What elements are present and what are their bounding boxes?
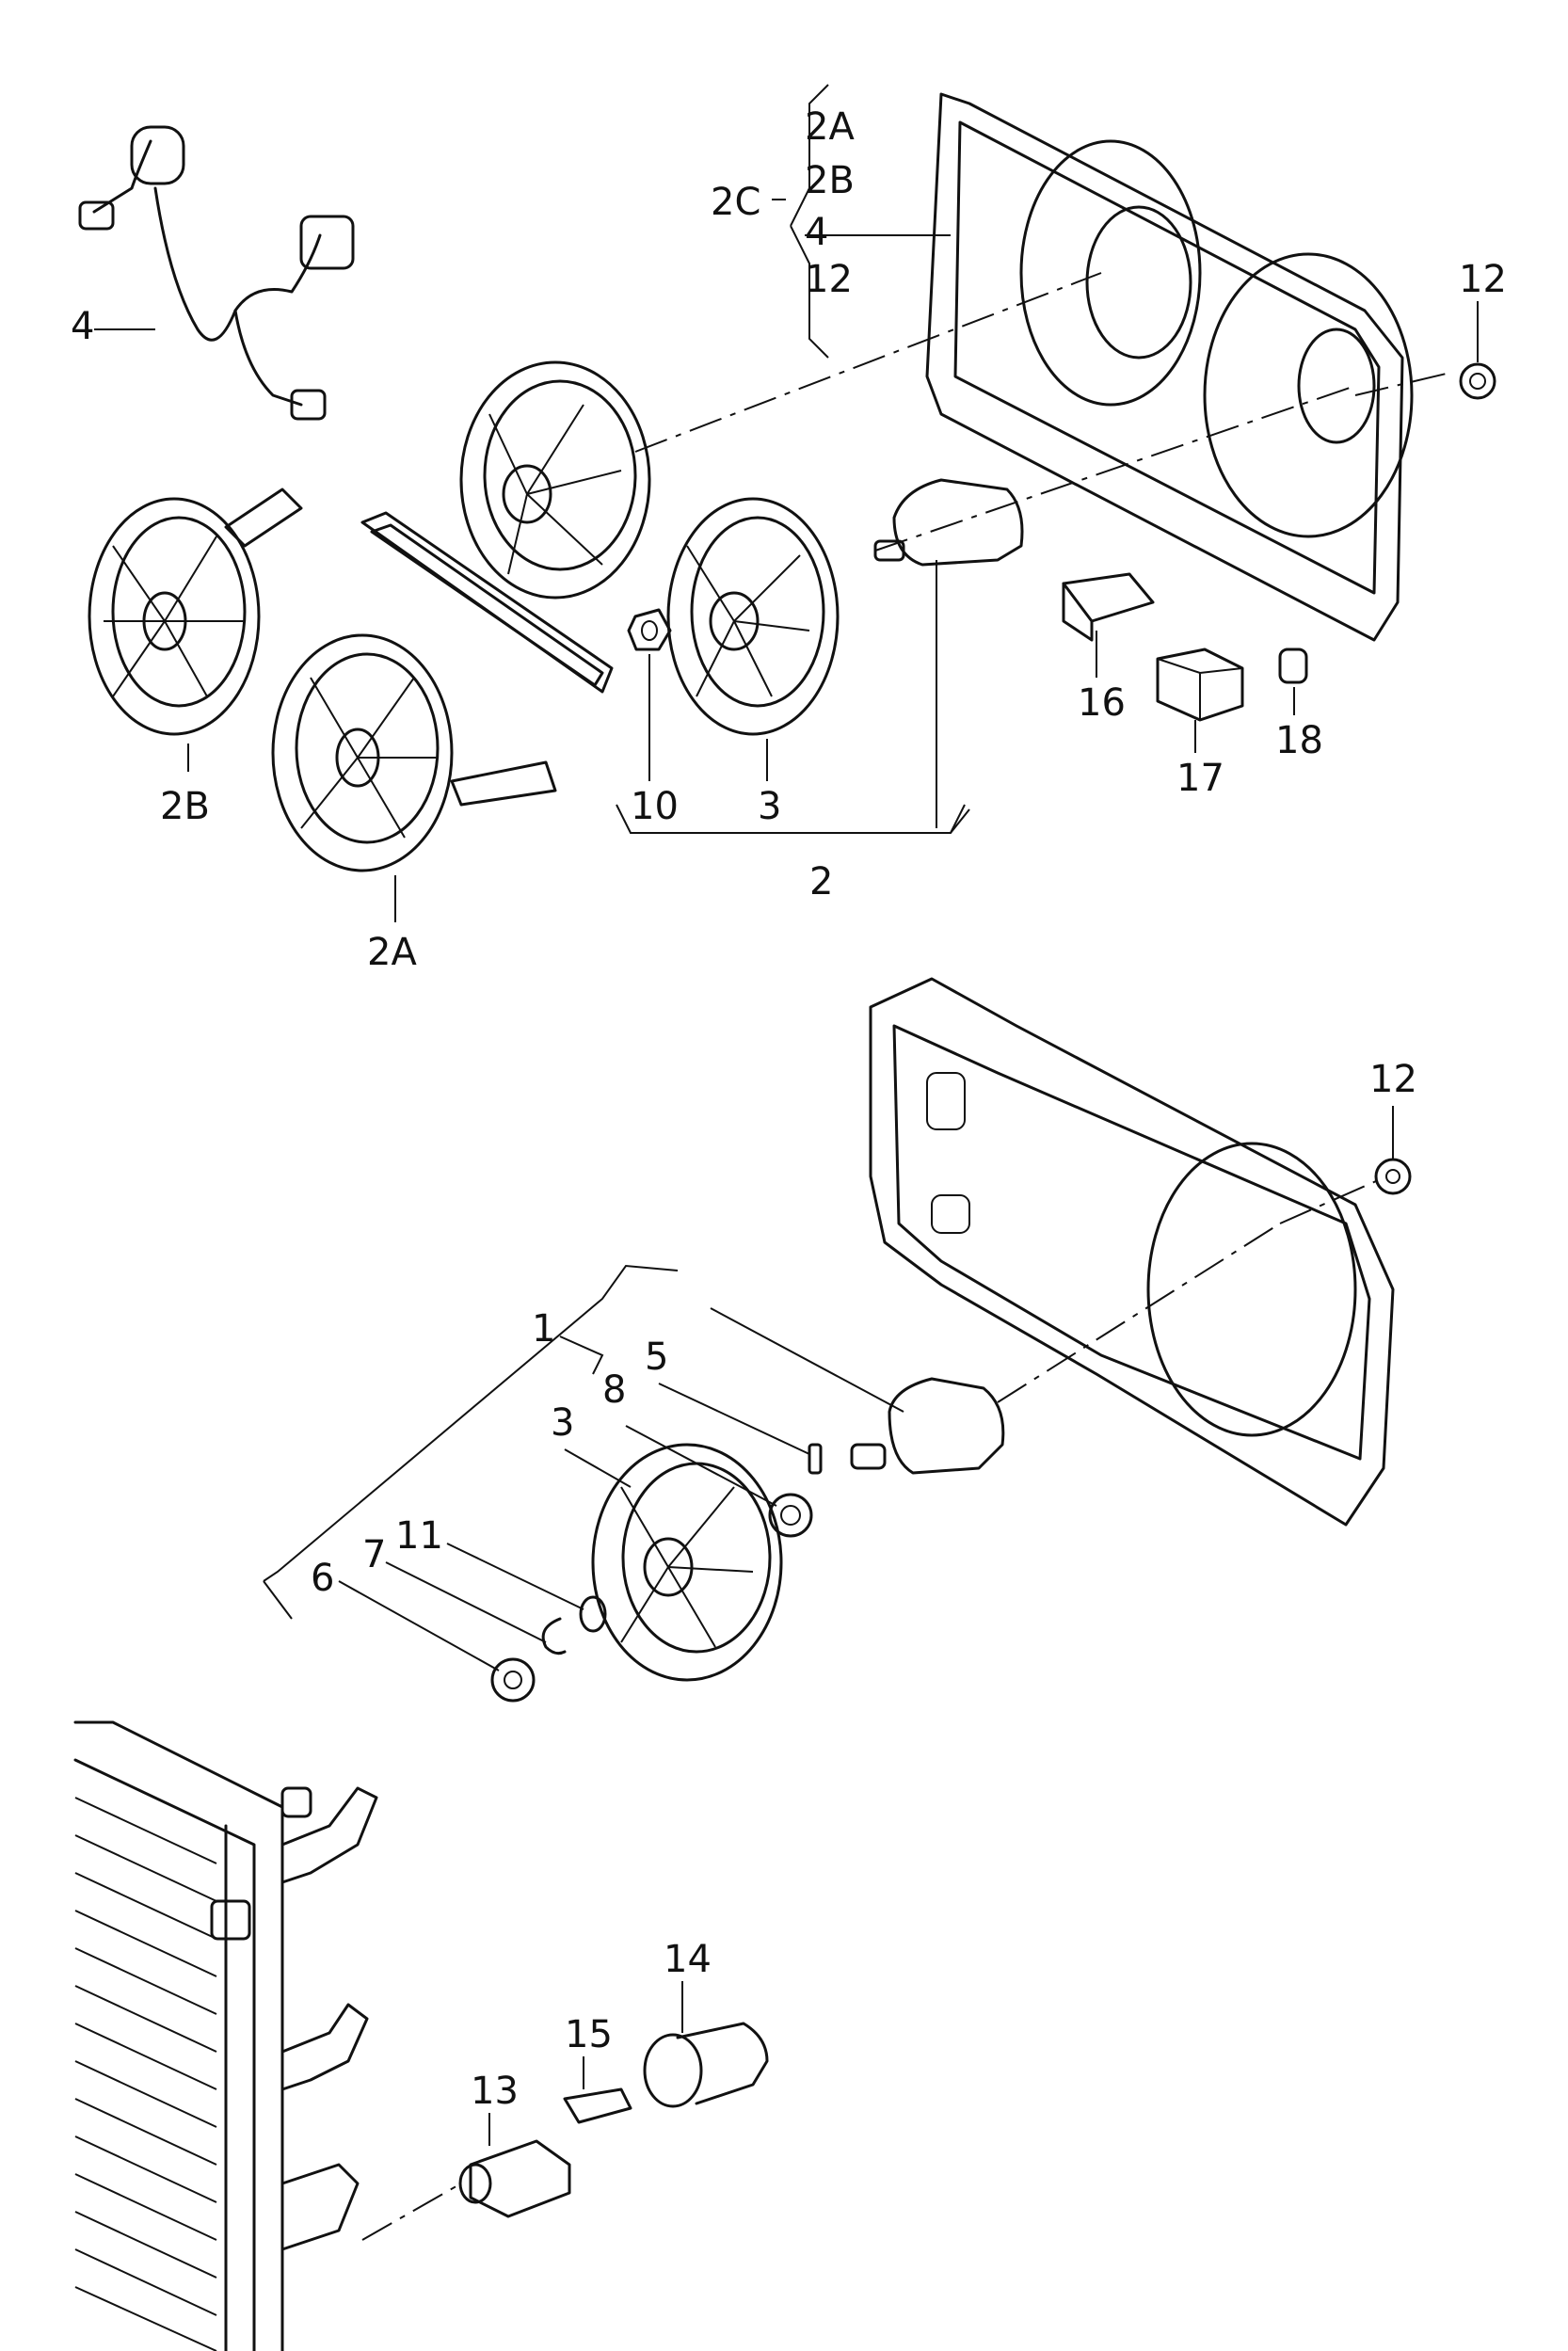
- label-2c: 2C: [711, 181, 760, 224]
- label-10: 10: [631, 785, 679, 828]
- label-3-middle: 3: [551, 1401, 574, 1445]
- label-5: 5: [645, 1335, 668, 1379]
- label-13: 13: [471, 2070, 519, 2113]
- leader-lines-bottom: [488, 1981, 683, 2146]
- pin-5: [808, 1443, 823, 1475]
- label-1: 1: [532, 1307, 555, 1351]
- connector-16: [1062, 572, 1155, 642]
- label-16: 16: [1078, 681, 1126, 725]
- nut-12-middle: [1374, 1158, 1412, 1195]
- fan-3-middle: [591, 1443, 783, 1682]
- label-11: 11: [395, 1514, 443, 1558]
- label-15: 15: [565, 2013, 613, 2056]
- fan-motor-middle: [850, 1377, 1005, 1475]
- fan-3-top: [666, 497, 840, 736]
- clip-7: [541, 1617, 567, 1655]
- label-6: 6: [311, 1557, 334, 1600]
- hub-8: [768, 1493, 813, 1538]
- label-4: 4: [71, 305, 94, 348]
- label-7: 7: [362, 1533, 386, 1576]
- clip-15: [563, 2087, 632, 2124]
- plug-14: [643, 2022, 769, 2108]
- drive-belt: [360, 511, 614, 694]
- label-18: 18: [1275, 719, 1323, 762]
- leader-lines-middle: [263, 1106, 1394, 1671]
- bolt-18: [1278, 648, 1308, 684]
- nut-6: [490, 1657, 536, 1703]
- fan-2b: [88, 488, 303, 736]
- part-labels: 4 2C 2A 2B 4 12 12 16 17 18 10 3 2 2B 2A…: [71, 105, 1507, 2113]
- relay-17: [1156, 648, 1244, 722]
- nut-10: [627, 608, 672, 651]
- label-17: 17: [1176, 757, 1224, 800]
- label-2b-group: 2B: [805, 159, 855, 202]
- label-4-group: 4: [805, 211, 828, 254]
- label-14: 14: [664, 1938, 712, 1981]
- label-12-top: 12: [1459, 258, 1507, 301]
- label-3-top: 3: [758, 785, 781, 828]
- washer-11: [579, 1595, 607, 1633]
- fan-shroud-top: [925, 92, 1414, 642]
- label-2a: 2A: [367, 931, 417, 974]
- label-8: 8: [602, 1368, 626, 1412]
- thermo-switch-13: [458, 2139, 571, 2218]
- fan-motor-top: [873, 478, 1024, 567]
- fan-wheel-large: [459, 360, 651, 600]
- label-2b: 2B: [160, 785, 210, 828]
- label-2: 2: [809, 860, 833, 904]
- label-12-group: 12: [805, 258, 853, 301]
- leader-lines-top: [94, 84, 1479, 922]
- wiring-harness: [78, 125, 355, 421]
- label-12-middle: 12: [1369, 1058, 1417, 1101]
- fan-shroud-middle: [869, 977, 1395, 1527]
- radiator: [73, 1720, 378, 2351]
- label-2a-group: 2A: [805, 105, 855, 149]
- nut-12-top: [1459, 362, 1496, 400]
- fan-2a: [271, 633, 557, 872]
